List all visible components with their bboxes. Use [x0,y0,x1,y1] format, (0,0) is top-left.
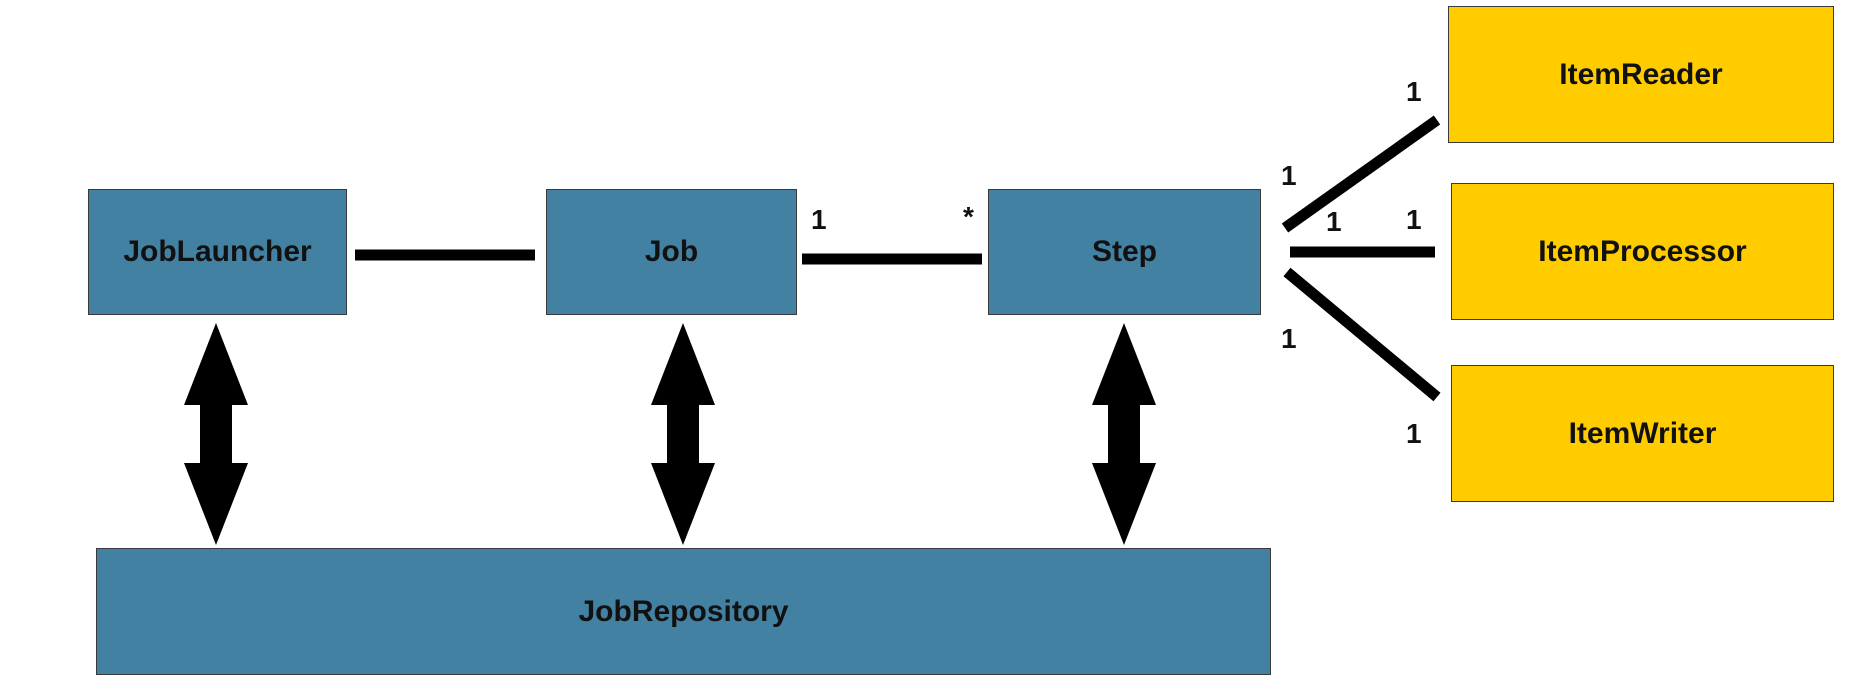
multiplicity-writer-end: 1 [1406,418,1422,449]
job-repository-arrow [651,323,715,545]
job-launcher-label: JobLauncher [123,235,312,268]
job-repository-box: JobRepository [96,548,1271,675]
multiplicity-step-end: * [963,201,974,232]
multiplicity-reader-end: 1 [1406,76,1422,107]
multiplicity-job-end: 1 [811,204,827,235]
step-reader-connector [1281,115,1441,233]
multiplicity-step-processor-end: 1 [1326,206,1342,237]
multiplicity-step-writer-end: 1 [1281,323,1297,354]
step-box: Step [988,189,1261,315]
step-repository-arrow [1092,323,1156,545]
launcher-repository-arrow [184,323,248,545]
step-writer-connector [1283,267,1441,402]
multiplicity-processor-end: 1 [1406,204,1422,235]
job-repository-label: JobRepository [578,594,789,628]
job-label: Job [644,235,699,268]
item-writer-box: ItemWriter [1451,365,1834,502]
item-reader-label: ItemReader [1559,57,1723,91]
multiplicity-step-reader-end: 1 [1281,160,1297,191]
item-processor-label: ItemProcessor [1538,234,1747,268]
item-processor-box: ItemProcessor [1451,183,1834,320]
job-launcher-box: JobLauncher [88,189,347,315]
job-box: Job [546,189,797,315]
item-writer-label: ItemWriter [1568,416,1717,450]
step-label: Step [1091,235,1157,268]
item-reader-box: ItemReader [1448,6,1834,143]
